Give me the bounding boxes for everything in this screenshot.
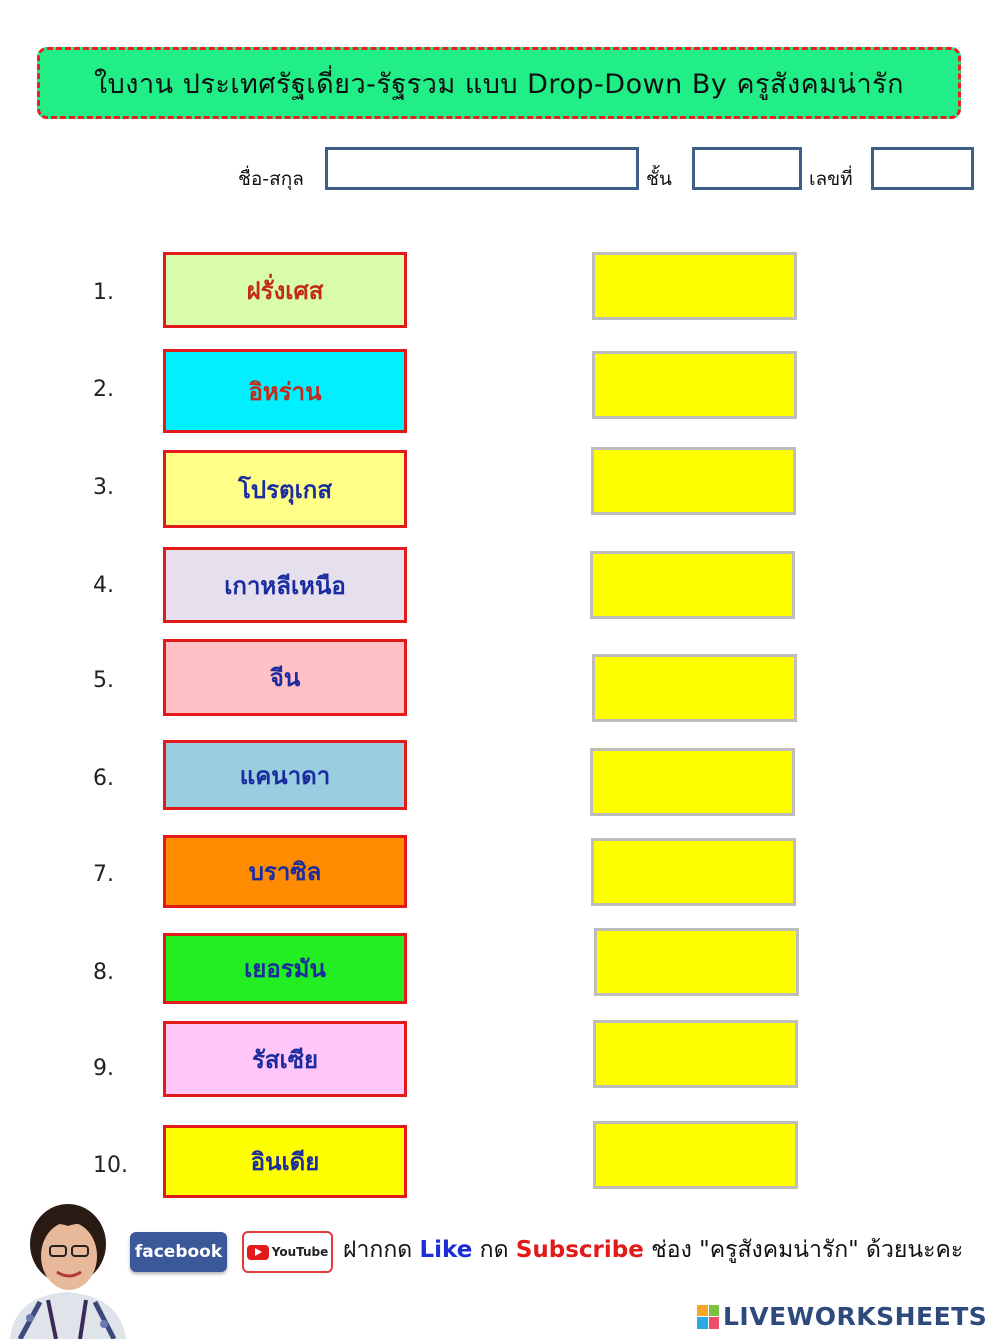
number-input[interactable] [871,147,974,190]
promo-like: Like [419,1237,473,1263]
name-label: ชื่อ-สกุล [238,168,304,190]
country-card: จีน [163,639,407,716]
country-name: รัสเซีย [251,1045,319,1074]
youtube-label: YouTube [271,1245,329,1259]
liveworksheets-brand[interactable]: LIVEWORKSHEETS [697,1302,987,1331]
answer-dropdown[interactable] [592,252,797,320]
country-name: อินเดีย [250,1148,320,1176]
country-name: จีน [269,664,301,692]
answer-dropdown[interactable] [591,838,796,906]
title-banner: ใบงาน ประเทศรัฐเดี่ยว-รัฐรวม แบบ Drop-Do… [37,47,961,119]
answer-dropdown[interactable] [592,351,797,419]
name-input[interactable] [325,147,639,190]
promo-prefix: ฝากกด [343,1237,420,1263]
liveworksheets-wordmark: LIVEWORKSHEETS [723,1302,988,1331]
promo-mid: กด [472,1237,516,1263]
country-name: ฝรั่งเศส [246,276,324,305]
facebook-label: facebook [134,1242,223,1262]
country-card: รัสเซีย [163,1021,407,1097]
country-name: บราซิล [248,858,322,886]
question-number: 10. [93,1153,128,1178]
question-number: 8. [93,960,114,985]
question-number: 4. [93,573,114,598]
question-number: 1. [93,280,114,305]
country-name: โปรตุเกส [238,475,332,504]
class-input[interactable] [692,147,802,190]
liveworksheets-logo-icon [697,1304,719,1329]
country-card: โปรตุเกส [163,450,407,528]
country-card: ฝรั่งเศส [163,252,407,328]
answer-dropdown[interactable] [593,1020,798,1088]
worksheet-title: ใบงาน ประเทศรัฐเดี่ยว-รัฐรวม แบบ Drop-Do… [93,68,905,100]
country-name: เยอรมัน [244,955,326,983]
question-number: 2. [93,377,114,402]
promo-suffix: ช่อง "ครูสังคมน่ารัก" ด้วยนะคะ [643,1237,964,1263]
answer-dropdown[interactable] [590,551,795,619]
teacher-photo [0,1200,134,1339]
country-card: เกาหลีเหนือ [163,547,407,623]
answer-dropdown[interactable] [593,1121,798,1189]
country-card: แคนาดา [163,740,407,810]
answer-dropdown[interactable] [592,654,797,722]
promo-text: ฝากกด Like กด Subscribe ช่อง "ครูสังคมน่… [343,1232,963,1268]
question-number: 5. [93,668,114,693]
country-card: อิหร่าน [163,349,407,433]
country-name: แคนาดา [239,761,331,790]
answer-dropdown[interactable] [591,447,796,515]
youtube-play-icon [246,1244,269,1260]
country-card: บราซิล [163,835,407,908]
answer-dropdown[interactable] [590,748,795,816]
question-number: 7. [93,862,114,887]
class-label: ชั้น [646,168,672,190]
question-number: 3. [93,475,114,500]
country-name: อิหร่าน [248,377,322,406]
country-card: เยอรมัน [163,933,407,1004]
question-number: 9. [93,1056,114,1081]
question-number: 6. [93,766,114,791]
promo-subscribe: Subscribe [515,1237,644,1263]
answer-dropdown[interactable] [594,928,799,996]
number-label: เลขที่ [809,168,853,190]
facebook-button[interactable]: facebook [130,1232,227,1272]
country-name: เกาหลีเหนือ [224,571,346,600]
youtube-button[interactable]: YouTube [242,1231,333,1273]
country-card: อินเดีย [163,1125,407,1198]
